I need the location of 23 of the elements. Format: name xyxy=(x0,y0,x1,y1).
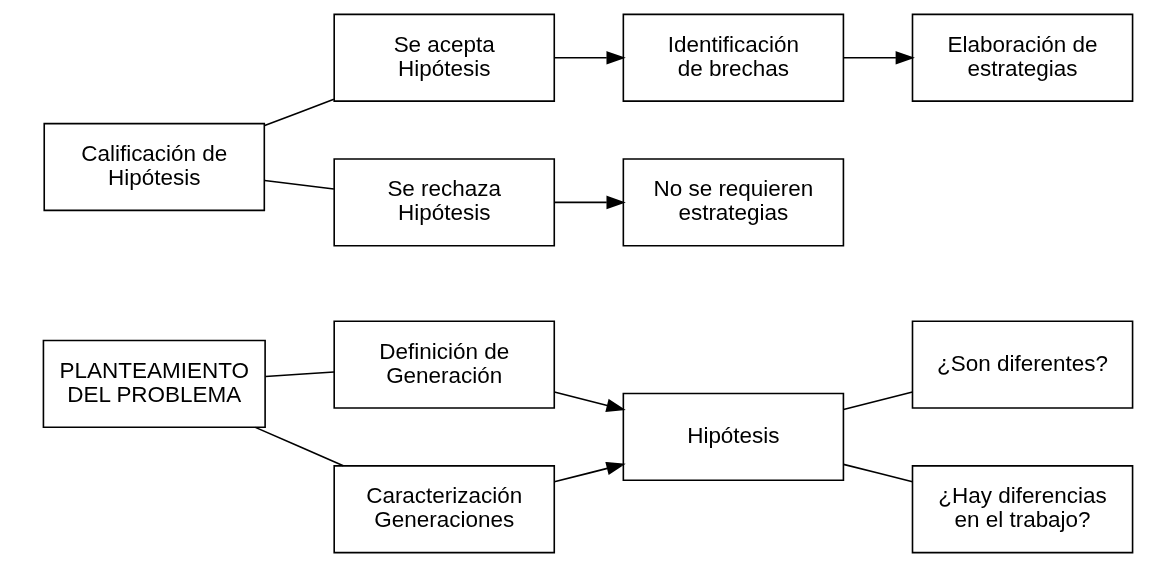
node-box: Caracterización Generaciones xyxy=(332,465,555,554)
node-box: Se rechaza Hipótesis xyxy=(332,158,555,247)
node-box: ¿Hay diferencias en el trabajo? xyxy=(911,465,1133,554)
connector xyxy=(264,371,335,378)
connector xyxy=(263,179,335,190)
node-box: ¿Son diferentes? xyxy=(911,320,1133,409)
node-box: Hipótesis xyxy=(622,392,844,482)
arrow xyxy=(553,195,626,210)
connector xyxy=(263,98,335,127)
arrow xyxy=(553,51,626,65)
node-box: Calificación de Hipótesis xyxy=(42,122,265,212)
node-box: No se requieren estrategias xyxy=(622,158,844,247)
connector xyxy=(842,463,913,483)
connector xyxy=(254,426,344,467)
node-box: PLANTEAMIENTO DEL PROBLEMA xyxy=(42,339,266,429)
arrow xyxy=(553,391,626,412)
node-box: Se acepta Hipótesis xyxy=(332,13,555,102)
node-box: Definición de Generación xyxy=(332,320,555,409)
arrow xyxy=(553,461,626,483)
node-box: Elaboración de estrategias xyxy=(911,13,1133,102)
arrow xyxy=(842,51,915,65)
connector xyxy=(842,391,913,411)
node-box: Identificación de brechas xyxy=(622,13,844,102)
